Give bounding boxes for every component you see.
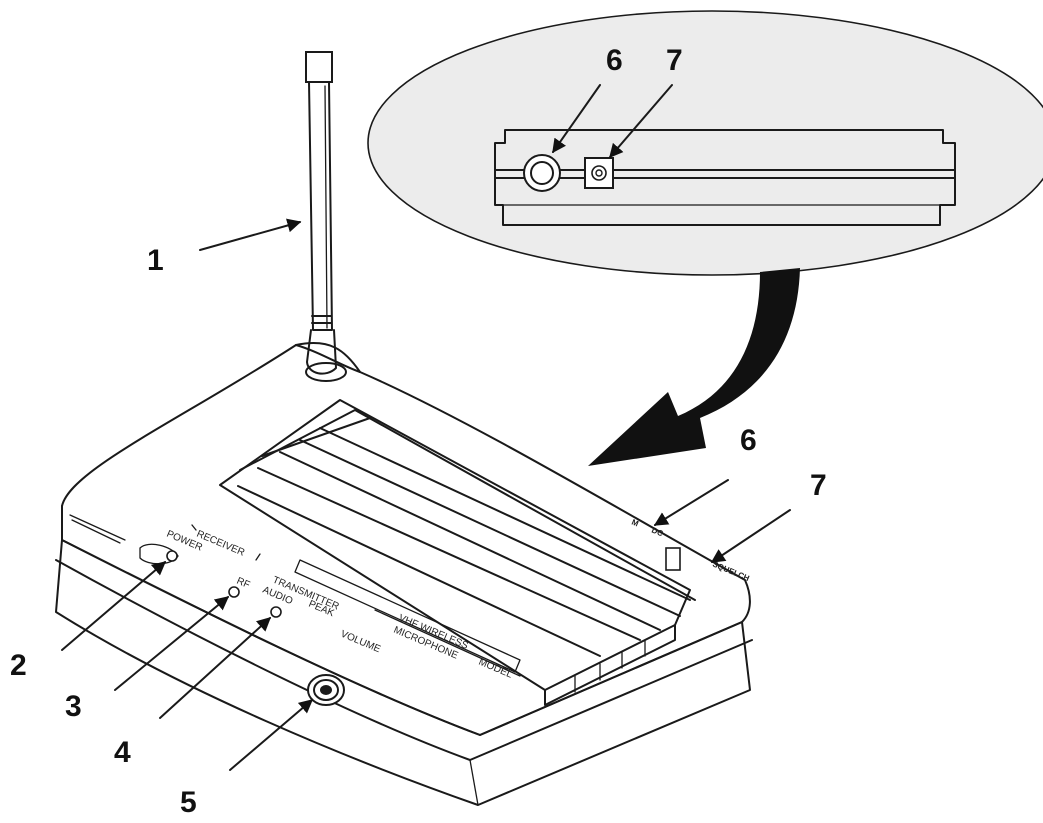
leader-6-detail	[552, 84, 601, 154]
curved-arrow-icon	[588, 268, 800, 466]
leader-6-body	[653, 479, 729, 526]
receiver-body	[55, 342, 753, 806]
leader-4	[159, 617, 272, 719]
callout-7-detail: 7	[666, 44, 683, 77]
label-dc: DC	[650, 526, 664, 539]
leader-7-detail	[609, 84, 673, 159]
rear-panel-strip	[494, 129, 956, 226]
callout-1: 1	[147, 244, 164, 277]
volume-knob-icon	[307, 674, 345, 706]
dc-socket-icon	[584, 157, 614, 189]
leader-5	[229, 699, 314, 771]
label-side: SQUELCH	[711, 560, 751, 584]
power-led-icon	[166, 550, 178, 562]
callout-4: 4	[114, 736, 131, 769]
rf-led-icon	[228, 586, 240, 598]
label-volume: VOLUME	[339, 629, 382, 656]
label-jack: M	[630, 518, 640, 529]
vent-fins	[219, 399, 696, 706]
detail-inset: 6 7	[367, 10, 1043, 276]
callout-3: 3	[65, 690, 82, 723]
callout-7-body: 7	[810, 469, 827, 502]
label-rf: RF	[235, 576, 252, 591]
squelch-switch-icon	[665, 547, 681, 571]
callout-2: 2	[10, 649, 27, 682]
audio-jack-icon	[523, 154, 561, 192]
callout-6-body: 6	[740, 424, 757, 457]
leader-1	[199, 218, 302, 251]
callout-5: 5	[180, 786, 197, 819]
detail-ellipse	[367, 10, 1043, 276]
callout-6-detail: 6	[606, 44, 623, 77]
leader-3	[114, 596, 230, 691]
audio-peak-led-icon	[270, 606, 282, 618]
leader-2	[61, 561, 167, 651]
leader-7-body	[710, 509, 791, 563]
label-model: MODEL	[477, 657, 514, 681]
antenna-icon	[305, 51, 347, 382]
